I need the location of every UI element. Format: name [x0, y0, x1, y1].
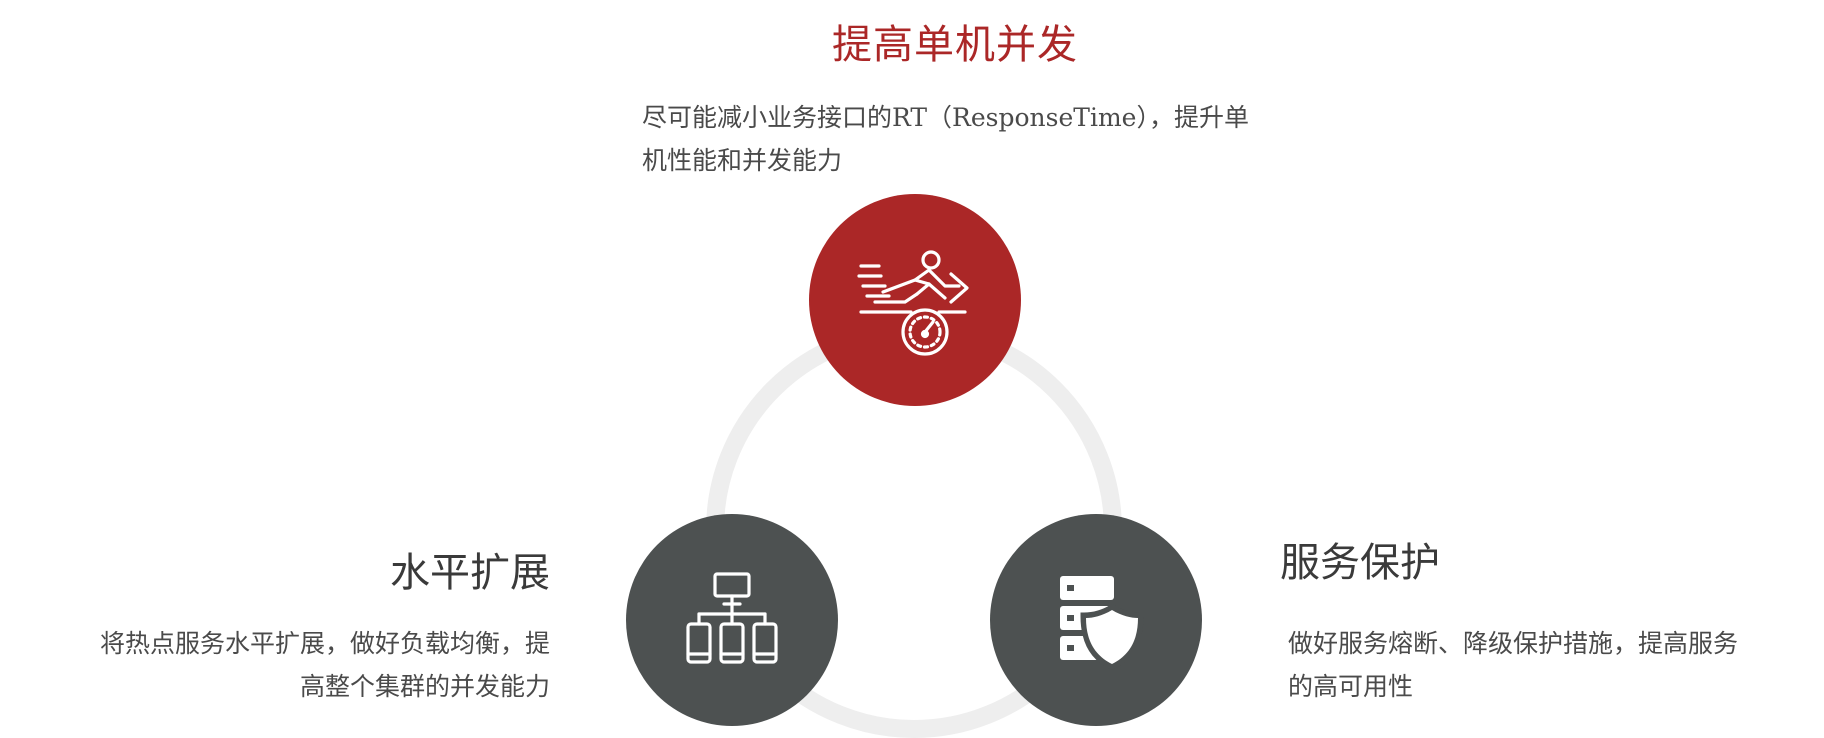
left-node — [626, 514, 838, 726]
left-description: 将热点服务水平扩展，做好负载均衡，提高整个集群的并发能力 — [100, 629, 551, 701]
left-title: 水平扩展 — [390, 550, 550, 596]
right-description: 做好服务熔断、降级保护措施，提高服务的高可用性 — [1288, 629, 1739, 701]
top-title: 提高单机并发 — [832, 22, 1078, 68]
right-title: 服务保护 — [1280, 540, 1440, 586]
right-node — [990, 514, 1202, 726]
top-description: 尽可能减小业务接口的RT（ResponseTime），提升单机性能和并发能力 — [642, 103, 1249, 175]
sprinter-speedometer-icon — [857, 250, 969, 356]
top-node — [809, 194, 1021, 406]
server-shield-icon — [1060, 576, 1144, 670]
network-devices-icon — [686, 572, 778, 664]
